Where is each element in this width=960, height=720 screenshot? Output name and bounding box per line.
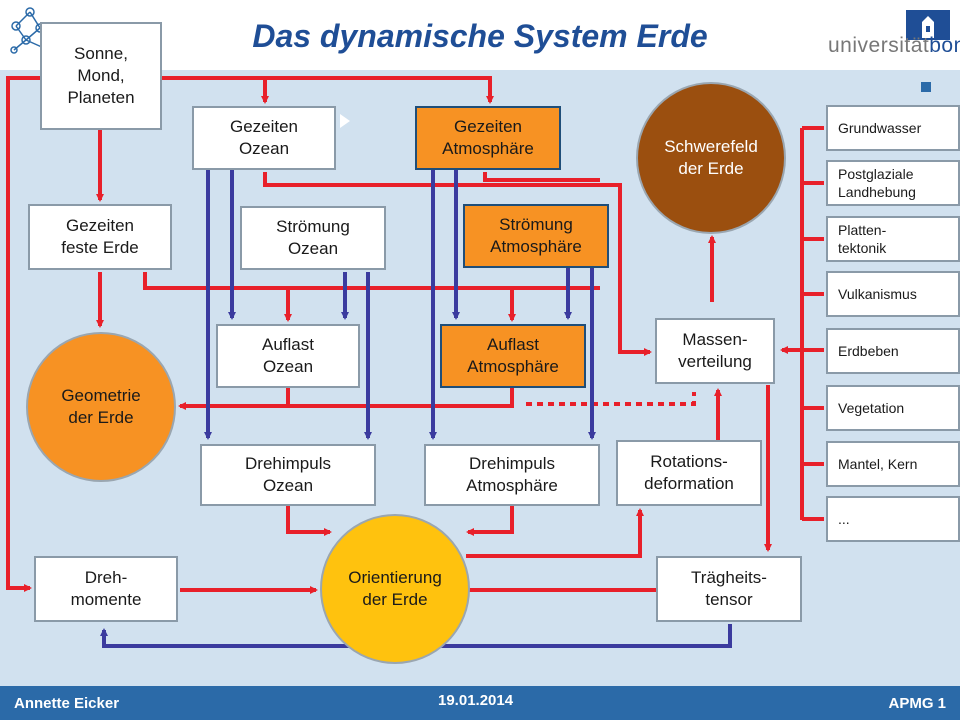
- footer-date: 19.01.2014: [438, 692, 514, 709]
- logo-suffix: bonn: [929, 34, 960, 57]
- node-geometrie: Geometrie der Erde: [26, 332, 176, 482]
- footer-course: APMG 1: [888, 695, 946, 712]
- logo-prefix: universität: [828, 34, 930, 57]
- node-massenverteilung: Massen- verteilung: [655, 318, 775, 384]
- source-item: Mantel, Kern: [826, 441, 960, 487]
- footer-author: Annette Eicker: [14, 695, 120, 712]
- slide-bullet: [921, 82, 931, 92]
- footer: Annette Eicker 19.01.2014 APMG 1: [0, 686, 960, 720]
- source-item: Vegetation: [826, 385, 960, 431]
- node-stroemung-ozean: Strömung Ozean: [240, 206, 386, 270]
- university-logo-text: universitätbonn: [828, 34, 960, 58]
- source-item: Postglaziale Landhebung: [826, 160, 960, 206]
- node-gezeiten-feste-erde: Gezeiten feste Erde: [28, 204, 172, 270]
- node-gezeiten-atmosphaere: Gezeiten Atmosphäre: [415, 106, 561, 170]
- node-sonne-mond-planeten: Sonne, Mond, Planeten: [40, 22, 162, 130]
- node-drehmomente: Dreh- momente: [34, 556, 178, 622]
- node-traegheitstensor: Trägheits- tensor: [656, 556, 802, 622]
- node-gezeiten-ozean: Gezeiten Ozean: [192, 106, 336, 170]
- node-orientierung: Orientierung der Erde: [320, 514, 470, 664]
- source-item: Platten- tektonik: [826, 216, 960, 262]
- node-auflast-ozean: Auflast Ozean: [216, 324, 360, 388]
- node-rotationsdeformation: Rotations- deformation: [616, 440, 762, 506]
- node-drehimpuls-atmosphaere: Drehimpuls Atmosphäre: [424, 444, 600, 506]
- node-drehimpuls-ozean: Drehimpuls Ozean: [200, 444, 376, 506]
- university-logo-icon: [906, 10, 950, 40]
- node-schwerefeld: Schwerefeld der Erde: [636, 82, 786, 234]
- source-item: Grundwasser: [826, 105, 960, 151]
- source-item: Vulkanismus: [826, 271, 960, 317]
- source-item: Erdbeben: [826, 328, 960, 374]
- source-item: ...: [826, 496, 960, 542]
- page-title: Das dynamische System Erde: [252, 18, 708, 54]
- node-auflast-atmosphaere: Auflast Atmosphäre: [440, 324, 586, 388]
- node-stroemung-atmosphaere: Strömung Atmosphäre: [463, 204, 609, 268]
